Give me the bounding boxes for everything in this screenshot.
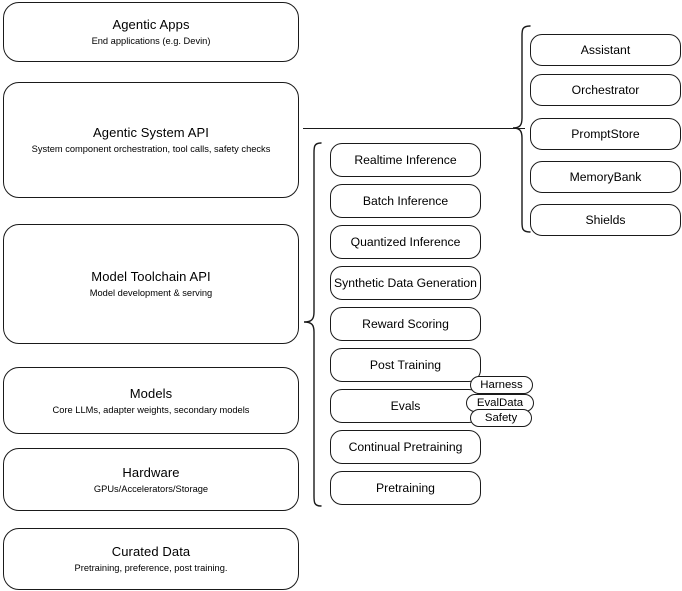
layer-title: Models xyxy=(129,385,173,401)
capability-label: Evals xyxy=(390,398,421,413)
capability-box-synthetic-data-generation[interactable]: Synthetic Data Generation xyxy=(330,266,481,300)
capability-box-reward-scoring[interactable]: Reward Scoring xyxy=(330,307,481,341)
capability-box-continual-pretraining[interactable]: Continual Pretraining xyxy=(330,430,481,464)
layer-box-agentic-system-api[interactable]: Agentic System API System component orch… xyxy=(3,82,299,198)
component-box-orchestrator[interactable]: Orchestrator xyxy=(530,74,681,106)
capability-label: Reward Scoring xyxy=(362,316,449,331)
component-label: Assistant xyxy=(580,42,631,57)
layer-title: Agentic Apps xyxy=(112,17,190,32)
component-box-memorybank[interactable]: MemoryBank xyxy=(530,161,681,193)
layer-subtitle: Pretraining, preference, post training. xyxy=(74,563,228,573)
layer-box-agentic-apps[interactable]: Agentic Apps End applications (e.g. Devi… xyxy=(3,2,299,62)
layer-box-model-toolchain-api[interactable]: Model Toolchain API Model development & … xyxy=(3,224,299,344)
brace-system-components xyxy=(512,25,531,233)
layer-title: Hardware xyxy=(122,464,180,480)
connector-line-system-api xyxy=(303,128,525,129)
component-label: Shields xyxy=(585,212,626,227)
evals-tag-harness[interactable]: Harness xyxy=(470,376,533,394)
layer-title: Curated Data xyxy=(111,544,191,559)
capability-box-realtime-inference[interactable]: Realtime Inference xyxy=(330,143,481,177)
layer-box-hardware[interactable]: Hardware GPUs/Accelerators/Storage xyxy=(3,448,299,511)
component-label: Orchestrator xyxy=(571,82,640,97)
brace-toolchain-capabilities xyxy=(303,142,322,507)
component-box-promptstore[interactable]: PromptStore xyxy=(530,118,681,150)
capability-label: Realtime Inference xyxy=(354,152,457,167)
layer-subtitle: Core LLMs, adapter weights, secondary mo… xyxy=(52,404,250,415)
component-label: MemoryBank xyxy=(569,169,642,184)
layer-subtitle: Model development & serving xyxy=(89,288,213,298)
layer-box-models[interactable]: Models Core LLMs, adapter weights, secon… xyxy=(3,367,299,434)
capability-box-batch-inference[interactable]: Batch Inference xyxy=(330,184,481,218)
layer-subtitle: System component orchestration, tool cal… xyxy=(31,144,271,154)
layer-title: Agentic System API xyxy=(93,125,209,140)
capability-box-evals[interactable]: Evals xyxy=(330,389,481,423)
layer-box-curated-data[interactable]: Curated Data Pretraining, preference, po… xyxy=(3,528,299,590)
component-box-assistant[interactable]: Assistant xyxy=(530,34,681,66)
component-label: PromptStore xyxy=(571,126,640,141)
capability-label: Post Training xyxy=(369,357,442,372)
capability-label: Batch Inference xyxy=(362,193,449,208)
capability-box-quantized-inference[interactable]: Quantized Inference xyxy=(330,225,481,259)
layer-title: Model Toolchain API xyxy=(91,269,211,284)
capability-box-pretraining[interactable]: Pretraining xyxy=(330,471,481,505)
layer-subtitle: GPUs/Accelerators/Storage xyxy=(93,483,209,494)
layer-subtitle: End applications (e.g. Devin) xyxy=(91,36,211,46)
evals-tag-safety[interactable]: Safety xyxy=(470,409,532,427)
component-box-shields[interactable]: Shields xyxy=(530,204,681,236)
capability-box-post-training[interactable]: Post Training xyxy=(330,348,481,382)
capability-label: Pretraining xyxy=(376,480,435,495)
capability-label: Quantized Inference xyxy=(350,234,461,249)
capability-label: Synthetic Data Generation xyxy=(334,275,477,290)
capability-label: Continual Pretraining xyxy=(348,439,463,454)
